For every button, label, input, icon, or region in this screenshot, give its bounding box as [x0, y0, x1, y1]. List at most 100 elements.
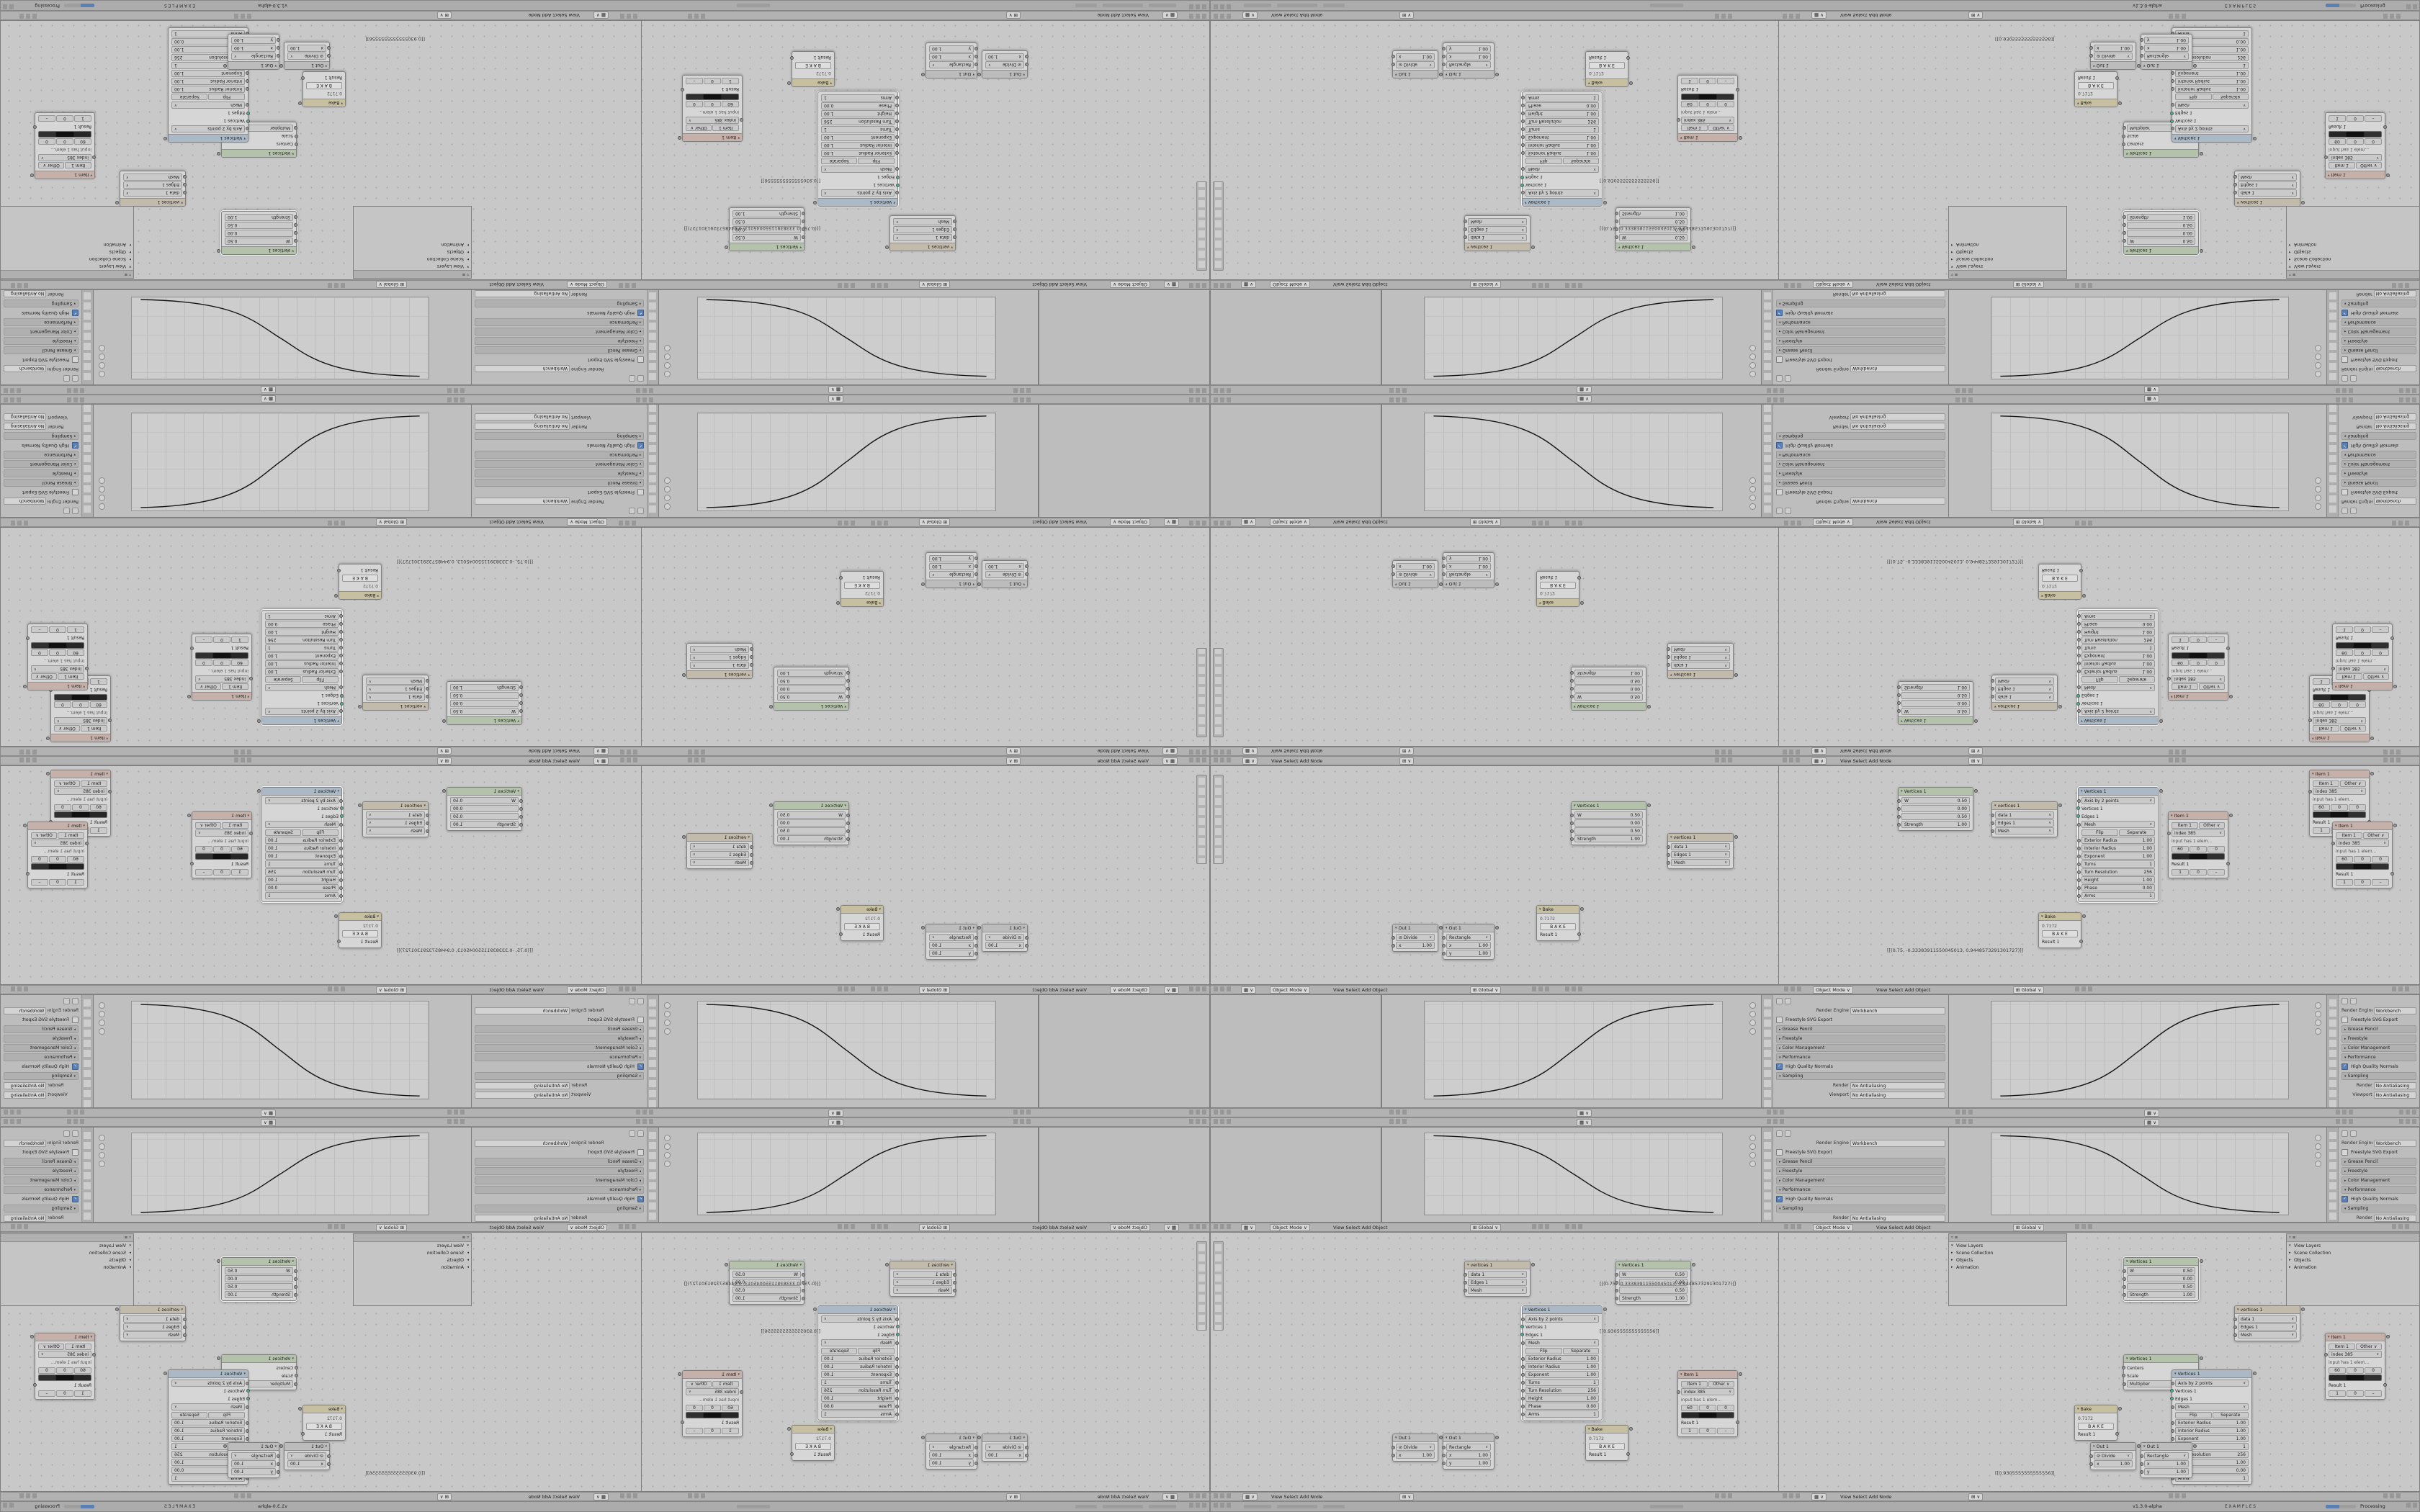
header-item[interactable]: Object Mode ∨	[1813, 986, 1853, 994]
socket-in[interactable]	[2076, 814, 2080, 818]
node-row[interactable]: Arms 1	[2171, 1475, 2249, 1482]
row-cell-b[interactable]: 0	[2347, 1367, 2364, 1374]
properties-row[interactable]: ▸ Freestyle	[2341, 1167, 2416, 1175]
node-row[interactable]: data 1	[1667, 843, 1730, 850]
row-cell-b[interactable]: 0	[2347, 1390, 2364, 1397]
node-row[interactable]: Turns 1	[1521, 1379, 1599, 1386]
node-row[interactable]: 60 0 0	[2336, 855, 2389, 863]
socket-in[interactable]	[1570, 814, 1574, 817]
socket-out[interactable]	[1495, 1436, 1499, 1439]
fcurve-canvas[interactable]	[131, 1000, 430, 1100]
node-header[interactable]: ▾ Out 1	[2091, 1443, 2141, 1451]
node[interactable]: ▾ Bake 0.7172 B A K E Result 1	[2074, 1405, 2122, 1441]
socket-in[interactable]	[2122, 1374, 2125, 1377]
node-row[interactable]: Item 1 Other ∨	[2329, 1343, 2382, 1350]
header-item[interactable]: View Select Add Node	[529, 1493, 580, 1500]
node-row[interactable]: x 1.00	[1392, 942, 1435, 949]
fcurve-canvas[interactable]	[696, 1000, 997, 1100]
node-row[interactable]: Result 1	[2078, 1431, 2119, 1438]
expand-icon[interactable]: ▸	[1951, 1265, 1953, 1269]
socket-in[interactable]	[2123, 1293, 2126, 1297]
node-row[interactable]: B A K E	[2078, 1423, 2114, 1430]
header-item[interactable]	[1189, 1503, 1206, 1508]
node[interactable]: ▾ Out 1 ⊘ Divide x 1.00	[2089, 1442, 2141, 1470]
node-row[interactable]: Edges 1	[2170, 1395, 2249, 1403]
header-item[interactable]: ⊞ Global ∨	[1470, 1224, 1502, 1231]
curve-editor-area[interactable]	[1381, 1127, 1762, 1223]
node-row[interactable]: W 0.50	[1897, 797, 1970, 804]
socket-in[interactable]	[2077, 799, 2081, 803]
properties-row[interactable]: ▸ Freestyle	[2341, 1035, 2416, 1043]
gizmo-icon[interactable]	[1749, 1143, 1756, 1150]
row-toggle-icon[interactable]: ▾	[2344, 1074, 2347, 1079]
node-header[interactable]: ▾ Item 1	[2310, 770, 2374, 778]
socket-in[interactable]	[2171, 1405, 2174, 1409]
node-row[interactable]: Result 1	[2329, 1382, 2387, 1389]
prop-value[interactable]: Freestyle	[1782, 1036, 1803, 1041]
row-cell-b[interactable]: 0	[2331, 804, 2348, 811]
node-header[interactable]: ▾ Out 1	[1443, 924, 1499, 932]
socket-in[interactable]	[1521, 1389, 1525, 1392]
node-row[interactable]: data 1	[1464, 1271, 1527, 1278]
row-toggle-icon[interactable]: ▾	[1779, 1206, 1781, 1211]
row-cell-c[interactable]: 0	[2372, 855, 2389, 863]
node[interactable]: ▾ Vertices 1 W 0.50 0.00 0.50 Strength	[2123, 1256, 2203, 1302]
row-toggle-icon[interactable]: ▸	[2344, 1159, 2347, 1164]
header-item[interactable]: View Select Add Node	[1840, 1493, 1891, 1500]
socket-in[interactable]	[1442, 936, 1446, 940]
socket-in[interactable]	[1442, 1462, 1446, 1465]
collapse-icon[interactable]: ▾	[2081, 789, 2083, 793]
node-row[interactable]: Vertices 1	[2170, 1387, 2249, 1395]
node-row[interactable]: index 385	[2308, 788, 2366, 795]
socket-in[interactable]	[2171, 1437, 2174, 1441]
outliner-row[interactable]: ▸ Scene Collection	[1, 1249, 133, 1256]
socket-in[interactable]	[1615, 1273, 1618, 1277]
header-item[interactable]	[2336, 1110, 2353, 1115]
header-item[interactable]: ⊞ ∨	[1968, 1493, 1984, 1500]
gizmo-buttons[interactable]	[2315, 1002, 2321, 1035]
node-row[interactable]: 0.50	[1570, 827, 1643, 834]
socket-in[interactable]	[1991, 822, 1994, 825]
properties-row[interactable]: Render Engine Workbench	[1776, 1007, 1945, 1014]
outliner-row[interactable]: ▸ Animation	[354, 1264, 471, 1271]
node-row[interactable]	[2313, 811, 2366, 818]
header-item[interactable]: Object Mode ∨	[1270, 986, 1310, 994]
socket-in[interactable]	[2077, 886, 2081, 890]
socket-in[interactable]	[2077, 870, 2081, 874]
header-item[interactable]	[1214, 1119, 1231, 1124]
node-row[interactable]: 0.00	[2123, 1275, 2195, 1282]
collapse-icon[interactable]: ▾	[1680, 1372, 1682, 1377]
filter-icon[interactable]	[1785, 997, 1791, 1004]
filter-icon[interactable]	[1785, 1130, 1791, 1137]
row-cell-b[interactable]: Separate	[2118, 829, 2155, 836]
curve-editor-area[interactable]	[1948, 289, 2327, 385]
properties-row[interactable]: ▸ Grease Pencil	[1776, 1025, 1945, 1033]
header-item[interactable]: ▦ ∨	[1241, 1224, 1256, 1231]
socket-in[interactable]	[1570, 829, 1574, 833]
expand-icon[interactable]: ▸	[129, 1258, 131, 1262]
header-item[interactable]	[1767, 1119, 1784, 1124]
node-row[interactable]: Mesh	[1991, 827, 2054, 834]
socket-in[interactable]	[1667, 845, 1670, 849]
node-header[interactable]: ▾ Item 1	[2333, 822, 2397, 830]
node-header[interactable]: ▾ Bake	[1586, 1426, 1633, 1434]
fcurve-canvas[interactable]	[1423, 412, 1724, 512]
row-cell-a[interactable]: Item 1	[2313, 780, 2339, 787]
row-toggle-icon[interactable]: ▸	[1779, 1169, 1781, 1174]
socket-in[interactable]	[1897, 807, 1901, 811]
socket-in[interactable]	[2170, 1389, 2174, 1392]
node-header[interactable]: ▾ vertices 1	[1992, 802, 2062, 810]
node[interactable]: ▾ Item 1 Item 1 Other ∨ index 385 input …	[2167, 811, 2233, 878]
node-row[interactable]: 0.50	[2123, 1283, 2195, 1290]
gizmo-buttons[interactable]	[1749, 1135, 1756, 1167]
header-item[interactable]: View Select Add Object	[1876, 1224, 1930, 1231]
properties-row[interactable]: Freestyle SVG Export	[1776, 1016, 1945, 1024]
header-item[interactable]	[1149, 1505, 1176, 1508]
socket-in[interactable]	[2171, 1421, 2174, 1425]
expand-icon[interactable]: ▾	[1951, 1243, 1953, 1248]
socket-in[interactable]	[1392, 1454, 1395, 1457]
row-toggle-icon[interactable]: ▸	[2344, 1178, 2347, 1183]
node-row[interactable]: Vertices 1	[2076, 805, 2155, 812]
node-row[interactable]: Arms 1	[2077, 892, 2155, 899]
row-cell-a[interactable]: 1	[1681, 1427, 1698, 1434]
